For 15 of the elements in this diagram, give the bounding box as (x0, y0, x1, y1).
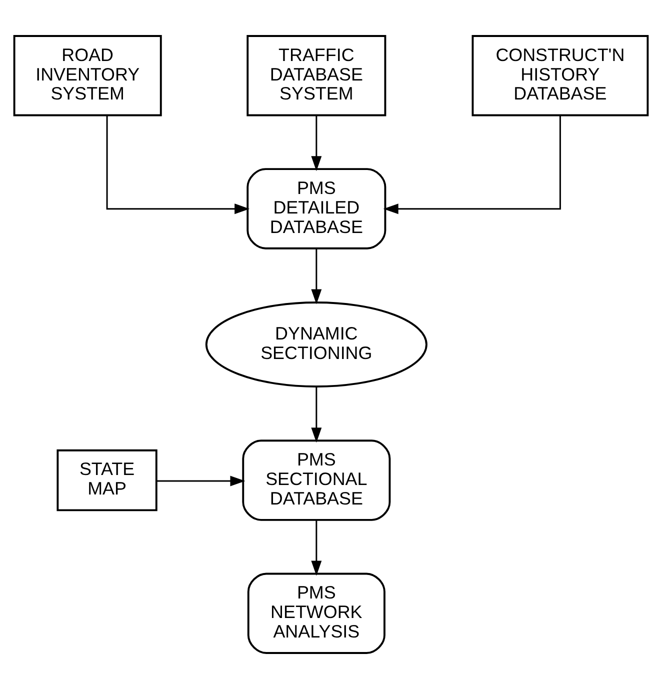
node-box: STATE MAP (56, 448, 158, 511)
node-box: CONSTRUCT'N HISTORY DATABASE (472, 34, 649, 116)
arrow (311, 115, 322, 171)
node-box: ROAD INVENTORY SYSTEM (13, 34, 162, 116)
node-box: PMS NETWORK ANALYSIS (247, 572, 386, 654)
arrow (156, 475, 246, 486)
arrow (311, 248, 322, 304)
arrow (311, 520, 322, 576)
arrow (383, 115, 561, 214)
node-box: PMS DETAILED DATABASE (246, 168, 386, 249)
arrow (106, 115, 250, 214)
node-box: PMS SECTIONAL DATABASE (242, 439, 391, 520)
arrow (311, 386, 322, 442)
node-box: TRAFFIC DATABASE SYSTEM (246, 34, 386, 116)
node-ellipse: DYNAMIC SECTIONING (205, 301, 428, 387)
